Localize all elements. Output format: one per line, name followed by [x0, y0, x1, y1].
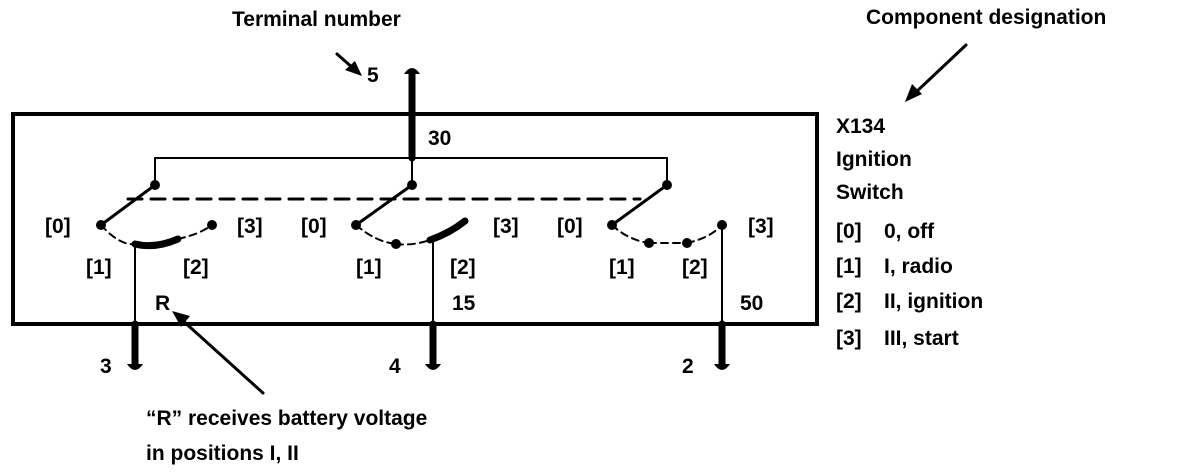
legend-text-0: 0, off	[884, 220, 935, 243]
component-designation-arrow	[905, 43, 968, 102]
legend-text-2: II, ignition	[884, 290, 983, 313]
component-designation-callout: Component designation	[866, 6, 1106, 29]
circuit-50-label: 50	[740, 292, 763, 315]
bottom-pin-4: 4	[389, 355, 401, 378]
component-id: X134	[836, 115, 885, 138]
set2-pos2-label: [2]	[450, 256, 476, 279]
terminal-number-arrow	[335, 52, 362, 76]
bottom-pin-3: 3	[100, 355, 112, 378]
set3-pos1-label: [1]	[609, 256, 635, 279]
circuit-r-label: R	[155, 292, 170, 315]
top-terminal-pin	[404, 68, 420, 162]
top-pin-number: 5	[367, 64, 379, 87]
contact-set-3	[607, 180, 730, 370]
set1-pos0-label: [0]	[45, 215, 71, 238]
set3-pos2-label: [2]	[682, 256, 708, 279]
set2-pos3-label: [3]	[493, 215, 519, 238]
r-note-arrow	[172, 311, 265, 395]
legend-code-1: [1]	[836, 255, 862, 278]
set2-pos0-label: [0]	[301, 215, 327, 238]
component-name-line2: Switch	[836, 181, 904, 204]
bottom-pin-2: 2	[682, 355, 694, 378]
circuit-15-label: 15	[452, 292, 476, 315]
legend-text-1: I, radio	[884, 255, 953, 278]
contact-set-1	[96, 180, 217, 370]
r-note-line1: “R” receives battery voltage	[146, 407, 427, 430]
legend-code-3: [3]	[836, 327, 862, 350]
terminal-number-callout: Terminal number	[232, 8, 401, 31]
set1-pos1-label: [1]	[86, 256, 112, 279]
set3-pos3-label: [3]	[748, 215, 774, 238]
top-circuit-number: 30	[428, 127, 451, 150]
component-name-line1: Ignition	[836, 148, 912, 171]
set1-pos2-label: [2]	[183, 256, 209, 279]
contact-set-2	[351, 180, 469, 370]
internal-bus	[154, 157, 668, 184]
r-note-line2: in positions I, II	[146, 442, 299, 465]
legend-code-2: [2]	[836, 290, 862, 313]
set2-pos1-label: [1]	[356, 256, 382, 279]
legend-code-0: [0]	[836, 220, 862, 243]
position-legend: [0] 0, off [1] I, radio [2] II, ignition…	[836, 220, 983, 350]
set3-pos0-label: [0]	[557, 215, 583, 238]
legend-text-3: III, start	[884, 327, 959, 350]
set1-pos3-label: [3]	[237, 215, 263, 238]
